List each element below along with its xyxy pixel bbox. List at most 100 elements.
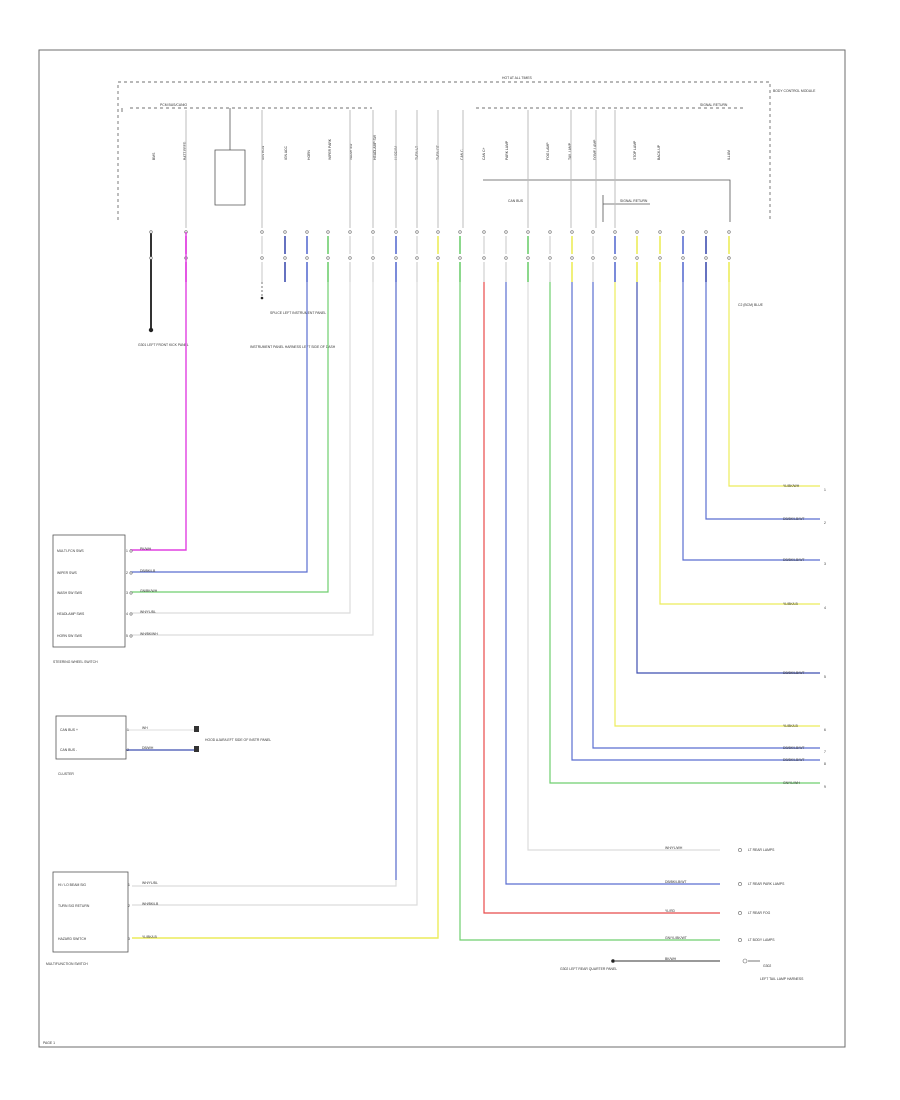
steer-row-wire: DB/BK/LB	[140, 569, 156, 573]
connector-pin	[415, 230, 419, 234]
connector-pin	[394, 256, 398, 260]
right-wire-ref: 7	[824, 750, 826, 754]
cluster-row-pin: 2	[127, 748, 129, 752]
right-wire-ref: 8	[824, 762, 826, 766]
bottom-wire-dest: LT BODY LAMPS	[748, 938, 775, 942]
wire-right	[549, 282, 820, 784]
right-wire-label: DB/BK/LB/WT	[783, 758, 804, 762]
connector-pin	[348, 230, 352, 234]
steer-switch-title: STEERING WHEEL SWITCH	[53, 660, 98, 664]
splice-left-mark	[260, 282, 264, 300]
right-wire-label: YL/BK/WH	[783, 484, 800, 488]
right-bus-label: SIGNAL RETURN	[700, 103, 728, 107]
cluster-row-pin: 1	[127, 728, 129, 732]
page-label: PAGE 1	[43, 1041, 55, 1045]
page-frame	[38, 49, 846, 1048]
multi-row-wire: YL/BK/LB	[142, 935, 157, 939]
top-pin-label: CAN C	[460, 149, 464, 160]
wire-right	[614, 282, 820, 727]
wire-bottom-2	[505, 282, 720, 885]
wire-magenta	[130, 232, 187, 551]
connector-pin	[283, 230, 287, 234]
connector-pin	[613, 256, 617, 260]
wire-multi-2	[132, 282, 418, 906]
connector-pin	[704, 256, 708, 260]
top-pin-label: BMS	[152, 152, 156, 160]
multi-row-label: TURN SIG RETURN	[58, 904, 90, 908]
connector-pin	[305, 230, 309, 234]
connector-pin	[635, 256, 639, 260]
cluster-connector-label: HOOD AJAR/LEFT SIDE OF INSTR PANEL	[205, 738, 271, 742]
ground-g302	[611, 958, 760, 964]
top-pin-label: HEADLAMP SW	[373, 134, 377, 160]
steer-pin-ring	[129, 634, 133, 638]
right-wire-ref: 6	[824, 728, 826, 732]
connector-pin	[326, 230, 330, 234]
steer-row-wire: WH/YL/BL	[140, 610, 156, 614]
body-control-module-outline	[117, 81, 771, 220]
multi-row-pin: 1	[128, 883, 130, 887]
connector-pin	[415, 256, 419, 260]
connector-pin	[149, 256, 153, 260]
top-pin-label: DOME LAMP	[593, 139, 597, 160]
multi-row-label: HI / LO BEAM SIG	[58, 883, 86, 887]
connector-pin	[570, 230, 574, 234]
top-pin-label: PARK LAMP	[505, 140, 509, 160]
right-wire-label: YL/BK/LB	[783, 602, 798, 606]
wire-multi-1	[132, 282, 397, 887]
top-right-label: BODY CONTROL MODULE	[773, 89, 816, 93]
multi-row-label: HAZARD SWITCH	[58, 937, 87, 941]
top-pin-label: STOP LAMP	[633, 140, 637, 160]
wire-right	[571, 282, 820, 761]
steer-pin-ring	[129, 612, 133, 616]
bottom-wire-label: BK/WH	[665, 957, 677, 961]
connector-pin	[436, 256, 440, 260]
right-connector-label: C2 (BCM) BLUE	[738, 303, 764, 307]
left-bus-label: PCM BUS/CANIO	[160, 103, 187, 107]
sub-bus2-label: SIGNAL RETURN	[620, 199, 648, 203]
right-wire-ref: 9	[824, 785, 826, 789]
connector-pin	[394, 230, 398, 234]
steer-pin-ring	[129, 571, 133, 575]
sub-bus-label: CAN BUS	[508, 199, 524, 203]
bottom-ring	[738, 848, 742, 852]
top-pin-label: IGN ACC	[284, 146, 288, 160]
wire-right	[592, 282, 820, 749]
top-pin-label: HORN	[307, 149, 311, 160]
connector-pin	[727, 230, 731, 234]
cluster-row-wire: DB/WH	[142, 746, 154, 750]
connector-pin	[260, 230, 264, 234]
connector-pin	[482, 256, 486, 260]
connector-pin	[681, 230, 685, 234]
splice-bottom-label: LEFT TAIL LAMP HARNESS	[760, 977, 804, 981]
right-wire-ref: 3	[824, 562, 826, 566]
steer-row-wire: GN/BK/WH	[140, 589, 158, 593]
connector-pin	[704, 230, 708, 234]
wires	[126, 110, 820, 941]
right-wire-label: GN/YL/WH	[783, 781, 800, 785]
connector-pin	[591, 256, 595, 260]
bottom-wire-label: WH/YL/WH	[665, 846, 683, 850]
instr-panel-label: INSTRUMENT PANEL HARNESS LEFT SIDE OF DA…	[250, 345, 336, 349]
cluster-row-label: CAN BUS +	[60, 728, 78, 732]
bottom-wire-label: DB/BK/LB/WT	[665, 880, 686, 884]
connector-pin	[504, 256, 508, 260]
wire-right	[705, 282, 820, 520]
bottom-wire-label: GN/YL/BK/WT	[665, 936, 687, 940]
bottom-ring	[738, 938, 742, 942]
connector-pin	[305, 256, 309, 260]
wire-right	[636, 282, 820, 674]
wire-right	[682, 282, 820, 561]
connector-pin	[504, 230, 508, 234]
right-wire-ref: 4	[824, 606, 826, 610]
top-pin-label: FOG LAMP	[546, 142, 550, 160]
top-pin-label: WASH SW	[349, 143, 353, 160]
connector-pin	[570, 256, 574, 260]
connector-pin	[526, 256, 530, 260]
steer-row-wire: PK/WH	[140, 547, 152, 551]
connector-pin	[436, 230, 440, 234]
multi-row-pin: 2	[128, 904, 130, 908]
